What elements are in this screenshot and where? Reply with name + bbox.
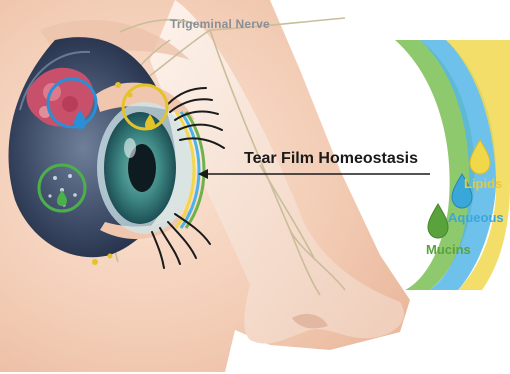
mucins-label: Mucins [426, 242, 471, 257]
mucins-drop-icon [428, 204, 448, 238]
tear-film-homeostasis-label: Tear Film Homeostasis [244, 150, 418, 168]
aqueous-label: Aqueous [448, 210, 504, 225]
lipids-label: Lipids [464, 176, 502, 191]
trigeminal-nerve-label: Trigeminal Nerve [170, 17, 270, 31]
